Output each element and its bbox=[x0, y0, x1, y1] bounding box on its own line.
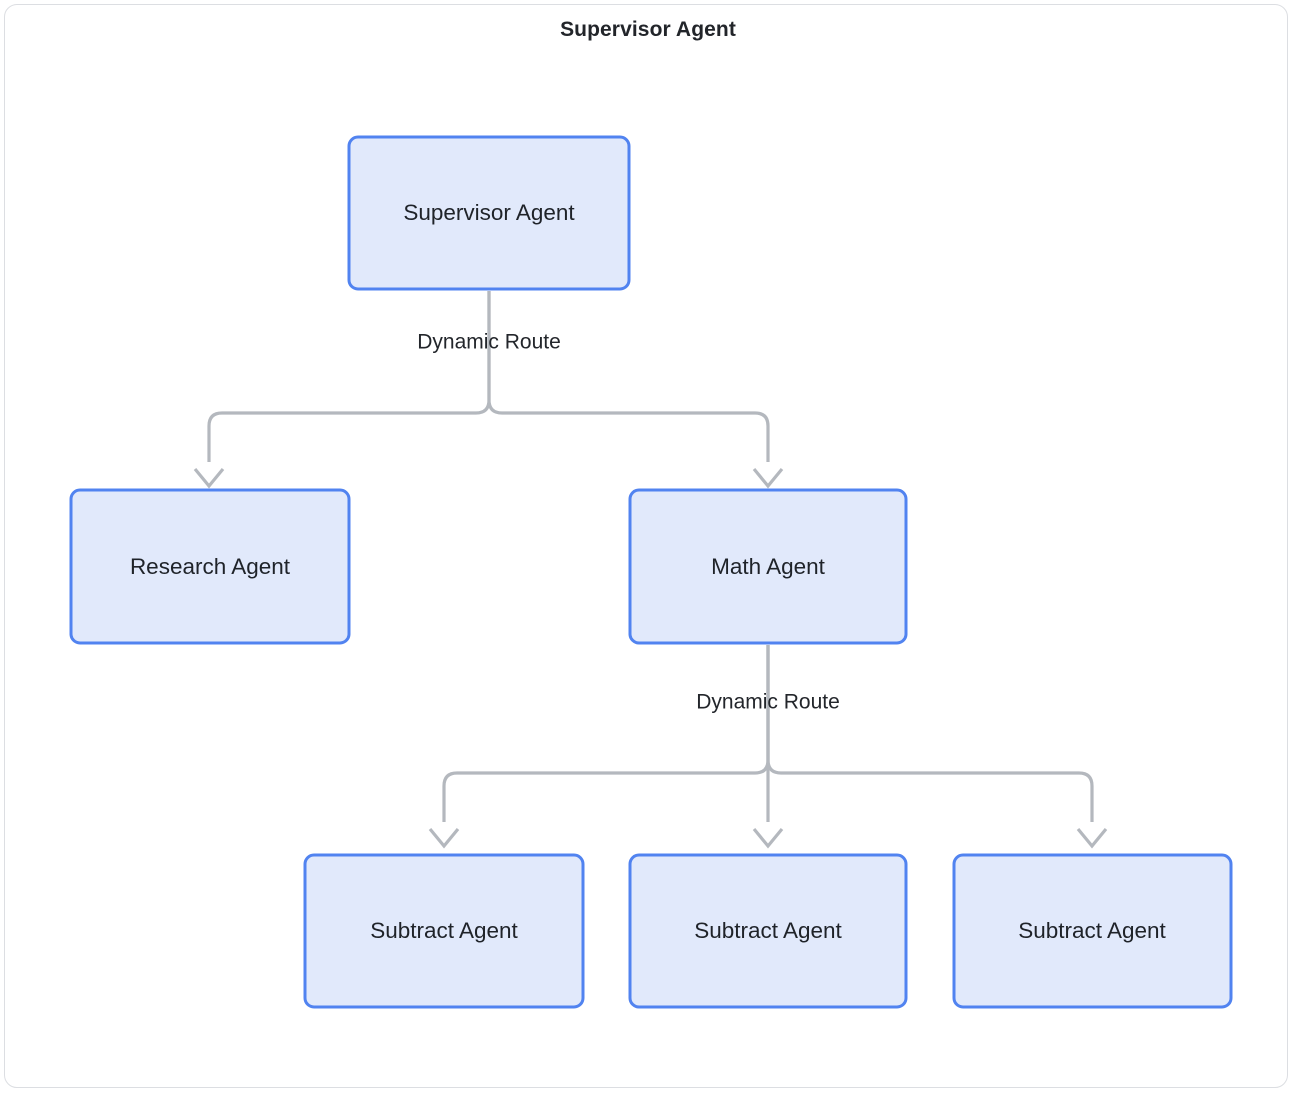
node-subtract-agent-2-box[interactable] bbox=[628, 853, 908, 1009]
node-math-agent-box[interactable] bbox=[628, 488, 908, 645]
node-subtract-agent-3-label: Subtract Agent bbox=[1018, 918, 1166, 943]
node-subtract-agent-1-label: Subtract Agent bbox=[370, 918, 518, 943]
node-subtract-agent-2[interactable]: Subtract Agent bbox=[628, 853, 908, 1009]
node-subtract-agent-3[interactable]: Subtract Agent bbox=[952, 853, 1233, 1009]
node-supervisor-agent-box[interactable] bbox=[347, 135, 631, 291]
node-subtract-agent-3-box[interactable] bbox=[952, 853, 1233, 1009]
edge-supervisor-research[interactable] bbox=[193, 291, 491, 489]
node-subtract-agent-1[interactable]: Subtract Agent bbox=[303, 853, 585, 1009]
node-supervisor-agent-label: Supervisor Agent bbox=[403, 200, 575, 225]
edge-supervisor-math[interactable] bbox=[487, 291, 784, 489]
edge-label-dynamic-route-1: Dynamic Route bbox=[417, 331, 561, 354]
edge-math-subtract1[interactable] bbox=[428, 645, 770, 849]
edge-label-dynamic-route-2: Dynamic Route bbox=[696, 691, 840, 714]
node-subtract-agent-1-box[interactable] bbox=[303, 853, 585, 1009]
edge-math-subtract3[interactable] bbox=[766, 645, 1108, 849]
node-math-agent[interactable]: Math Agent bbox=[628, 488, 908, 645]
node-layer: Supervisor Agent Research Agent Math Age… bbox=[69, 135, 1233, 1009]
edge-label-layer: Dynamic Route Dynamic Route bbox=[417, 331, 840, 714]
page-title: Supervisor Agent bbox=[560, 18, 736, 41]
node-supervisor-agent[interactable]: Supervisor Agent bbox=[347, 135, 631, 291]
node-math-agent-label: Math Agent bbox=[711, 554, 826, 579]
node-research-agent-box[interactable] bbox=[69, 488, 351, 645]
edge-layer bbox=[193, 291, 1108, 849]
node-subtract-agent-2-label: Subtract Agent bbox=[694, 918, 842, 943]
node-research-agent[interactable]: Research Agent bbox=[69, 488, 351, 645]
node-research-agent-label: Research Agent bbox=[130, 554, 291, 579]
